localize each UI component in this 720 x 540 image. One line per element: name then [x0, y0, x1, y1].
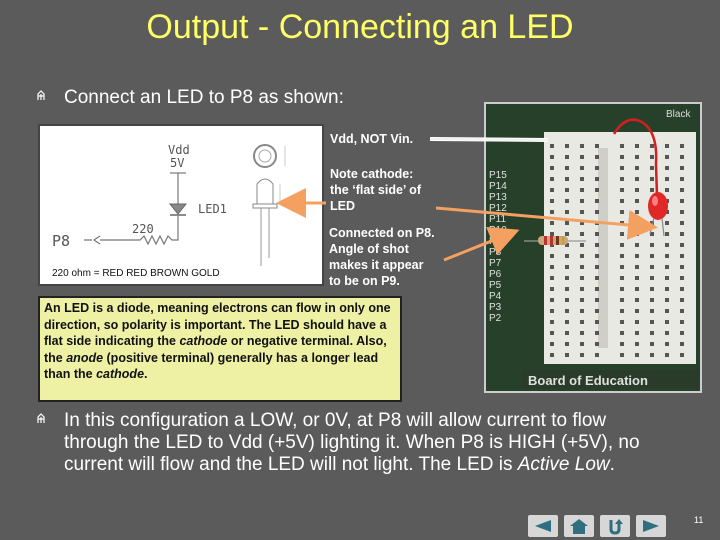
pin-label: P2 — [489, 313, 502, 324]
p8-note-line: to be on P9. — [329, 274, 400, 288]
photo-top-label: Black — [666, 109, 691, 120]
cathode-note: Note cathode: the ‘flat side’ of LED — [330, 166, 421, 214]
pin-label: P14 — [489, 181, 507, 192]
diode-text-cathode: cathode — [179, 334, 228, 348]
bullet-configuration: In this configuration a LOW, or 0V, at P… — [37, 410, 664, 476]
diode-text-cathode: cathode — [96, 367, 145, 381]
slide-title: Output - Connecting an LED — [146, 8, 574, 46]
vdd-note: Vdd, NOT Vin. — [330, 132, 414, 146]
p8-note: Connected on P8. Angle of shot makes it … — [329, 225, 435, 289]
cathode-note-line: the ‘flat side’ of — [330, 183, 421, 197]
schematic-vdd-label: Vdd — [168, 143, 190, 157]
p8-note-line: makes it appear — [329, 258, 424, 272]
active-low-text: Active Low — [517, 454, 610, 475]
diode-text: (positive terminal) generally has a long… — [44, 350, 379, 382]
bullet-connect: Connect an LED to P8 as shown: — [37, 87, 344, 109]
pin-label: P13 — [489, 192, 507, 203]
diode-text: . — [144, 367, 148, 381]
pin-label: P7 — [489, 258, 502, 269]
arrow-left-icon[interactable] — [528, 515, 558, 537]
bullet-configuration-text: In this configuration a LOW, or 0V, at P… — [64, 410, 640, 475]
photo-bottom-label: Board of Education — [528, 373, 648, 388]
slide-navigation — [528, 515, 666, 537]
page-number: 11 — [694, 515, 704, 525]
pin-label: P4 — [489, 291, 502, 302]
return-icon[interactable] — [600, 515, 630, 537]
pin-label: P8 — [489, 247, 502, 258]
schematic-5v-label: 5V — [170, 156, 184, 170]
bullet-icon — [37, 90, 45, 100]
bullet-icon — [37, 413, 45, 423]
cathode-note-line: Note cathode: — [330, 167, 414, 181]
led-schematic: Vdd 5V LED1 220 P8 220 ohm = RED RED BRO… — [38, 124, 324, 286]
breadboard-drawing: Black Board of Education P15P14P13P12P11… — [486, 104, 700, 391]
pin-label: P11 — [489, 214, 506, 225]
pin-label: P6 — [489, 269, 502, 280]
led-photo — [648, 192, 668, 220]
led-symbol — [168, 203, 188, 215]
pin-label: P15 — [489, 170, 507, 181]
led-wire — [612, 118, 659, 197]
pin-label: P12 — [489, 203, 507, 214]
cathode-note-line: LED — [330, 199, 355, 213]
resistor-symbol — [100, 216, 179, 246]
resistor-color-caption: 220 ohm = RED RED BROWN GOLD — [52, 268, 220, 279]
schematic-led-label: LED1 — [198, 202, 227, 216]
led-top-view — [253, 144, 277, 168]
schematic-pin-label: P8 — [52, 232, 70, 250]
pin-label: P10 — [489, 225, 507, 236]
led-side-view — [256, 178, 274, 205]
diode-text-anode: anode — [66, 350, 104, 365]
p8-note-line: Connected on P8. — [329, 226, 435, 240]
diode-text: An LED is a diode, meaning electrons can… — [44, 301, 391, 348]
arrow-right-icon[interactable] — [636, 515, 666, 537]
schematic-drawing: Vdd 5V LED1 220 P8 — [52, 143, 286, 266]
pin-label: P3 — [489, 302, 502, 313]
pin-label: P9 — [489, 236, 502, 247]
pin-label: P5 — [489, 280, 502, 291]
schematic-resistor-label: 220 — [132, 222, 154, 236]
bullet-connect-text: Connect an LED to P8 as shown: — [64, 87, 344, 108]
home-icon[interactable] — [564, 515, 594, 537]
p8-note-line: Angle of shot — [329, 242, 409, 256]
diode-explanation-box: An LED is a diode, meaning electrons can… — [38, 296, 402, 402]
breadboard — [544, 132, 696, 364]
bullet-configuration-end: . — [609, 454, 615, 475]
diode-text: or negative terminal. Also, the — [44, 334, 387, 365]
